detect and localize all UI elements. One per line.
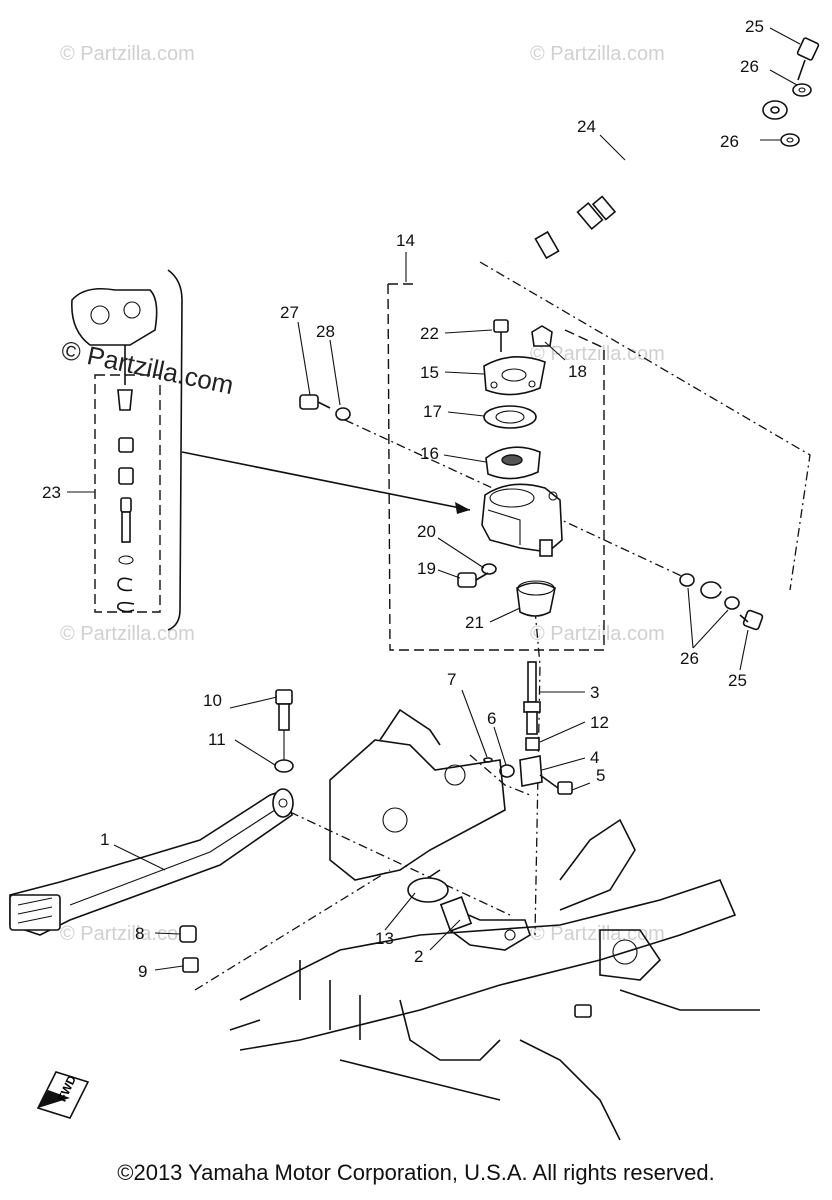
callout-leaders — [67, 27, 801, 971]
pivot-bolt — [274, 689, 294, 773]
callout-labels: 25 26 26 24 14 27 28 22 18 15 17 16 20 1… — [42, 17, 764, 981]
callout-4: 4 — [590, 748, 599, 767]
callout-5: 5 — [596, 766, 605, 785]
callout-25: 25 — [745, 17, 764, 36]
callout-27: 27 — [280, 303, 299, 322]
callout-25: 25 — [728, 671, 747, 690]
brake-hose — [507, 89, 788, 264]
master-cylinder-assembly — [387, 252, 605, 651]
callout-20: 20 — [417, 522, 436, 541]
forward-direction-arrow: FWD — [36, 1071, 90, 1119]
callout-7: 7 — [447, 670, 456, 689]
callout-24: 24 — [577, 117, 596, 136]
callout-18: 18 — [568, 362, 587, 381]
callout-13: 13 — [375, 929, 394, 948]
stop-bolt — [179, 925, 199, 973]
callout-3: 3 — [590, 683, 599, 702]
callout-19: 19 — [417, 559, 436, 578]
callout-17: 17 — [423, 402, 442, 421]
watermarks: © Partzilla.com © Partzilla.com © Partzi… — [60, 43, 665, 945]
watermark-text: © Partzilla.com — [530, 623, 665, 645]
watermark-text: © Partzilla.com — [530, 923, 665, 945]
callout-21: 21 — [465, 613, 484, 632]
callout-22: 22 — [420, 324, 439, 343]
watermark-text: © Partzilla.com — [60, 43, 195, 65]
callout-8: 8 — [135, 924, 144, 943]
rear-brake-exploded-diagram: © Partzilla.com © Partzilla.com © Partzi… — [9, 17, 820, 1141]
watermark-text: © Partzilla.com — [59, 335, 237, 401]
watermark-text: © Partzilla.com — [60, 623, 195, 645]
callout-1: 1 — [100, 830, 109, 849]
callout-12: 12 — [590, 713, 609, 732]
watermark-text: © Partzilla.com — [60, 923, 195, 945]
callout-28: 28 — [316, 322, 335, 341]
copyright-notice: ©2013 Yamaha Motor Corporation, U.S.A. A… — [117, 1160, 715, 1185]
frame-outline — [229, 708, 760, 1141]
callout-26: 26 — [720, 132, 739, 151]
callout-11: 11 — [208, 730, 226, 749]
union-bolt-top — [780, 37, 820, 147]
callout-9: 9 — [138, 962, 147, 981]
callout-16: 16 — [420, 444, 439, 463]
watermark-text: © Partzilla.com — [530, 43, 665, 65]
return-spring-and-shaft — [407, 869, 531, 951]
push-rod-assembly — [483, 661, 573, 795]
banjo-bolt-left — [299, 394, 351, 421]
callout-14: 14 — [396, 231, 415, 250]
inset-master-cylinder-parts — [71, 269, 183, 631]
callout-26: 26 — [680, 649, 699, 668]
callout-15: 15 — [420, 363, 439, 382]
callout-6: 6 — [487, 709, 496, 728]
callout-26: 26 — [740, 57, 759, 76]
hose-lower-union — [679, 573, 796, 631]
callout-10: 10 — [203, 691, 222, 710]
callout-2: 2 — [414, 947, 423, 966]
brake-pedal — [9, 788, 294, 936]
reference-arrow — [181, 451, 471, 514]
callout-23: 23 — [42, 483, 61, 502]
